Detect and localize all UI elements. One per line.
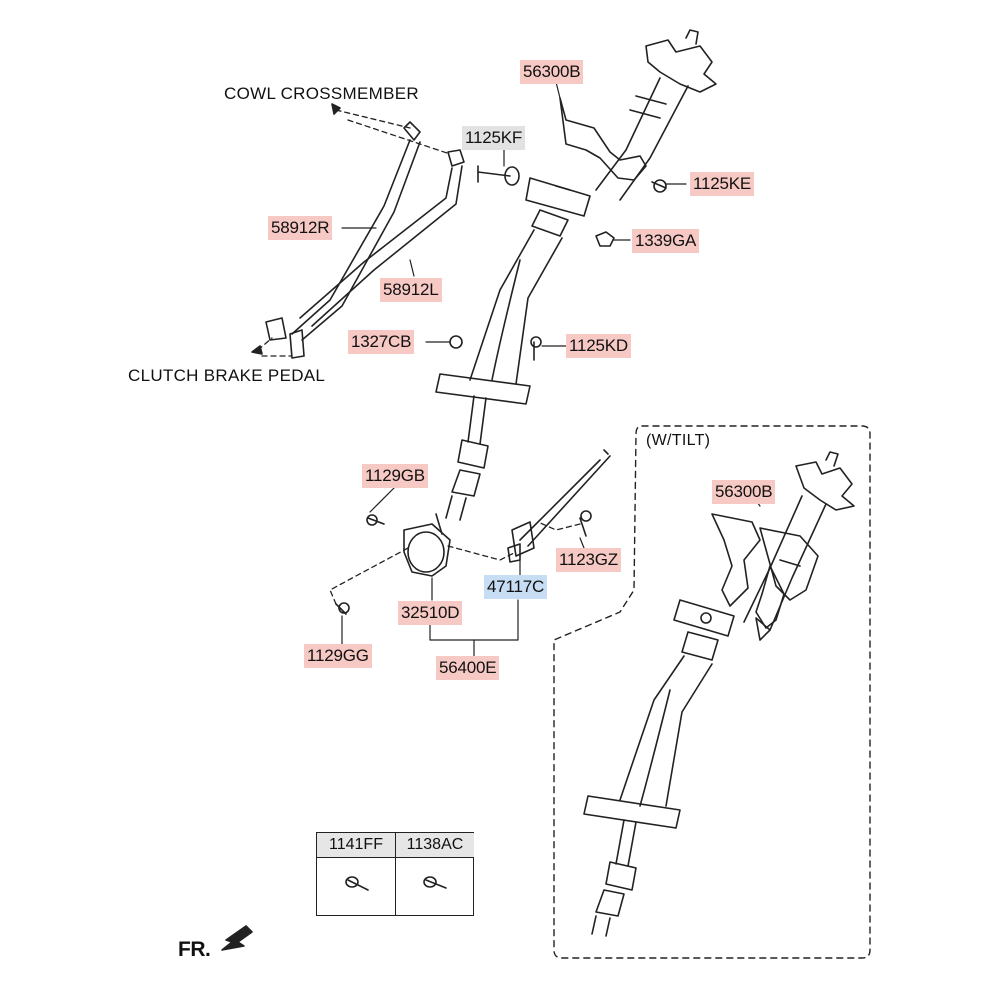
front-arrow-icon xyxy=(221,925,253,951)
screw-1138AC-icon xyxy=(423,876,447,889)
bolt-1125KE xyxy=(651,179,667,193)
callout-58912R[interactable]: 58912R xyxy=(268,216,333,240)
callout-56400E[interactable]: 56400E xyxy=(436,656,500,680)
bolt-1125KD xyxy=(530,336,542,361)
bolt-1129GG xyxy=(335,602,350,615)
callout-1125KF[interactable]: 1125KF xyxy=(462,126,526,150)
callout-47117C[interactable]: 47117C xyxy=(484,575,548,599)
callout-1129GG[interactable]: 1129GG xyxy=(304,644,372,668)
callout-56300B-tilt[interactable]: 56300B xyxy=(712,480,776,504)
callout-32510D[interactable]: 32510D xyxy=(398,601,463,625)
nut-1339GA xyxy=(595,231,615,247)
callout-1327CB[interactable]: 1327CB xyxy=(348,330,415,354)
tilt-column-assembly xyxy=(583,451,855,937)
fastener-table: 1141FF 1138AC xyxy=(316,832,474,916)
bolt-1125KF xyxy=(477,165,520,186)
fastener-header-1141FF[interactable]: 1141FF xyxy=(317,833,395,858)
callout-1123GZ[interactable]: 1123GZ xyxy=(556,548,621,572)
support-bracket-58912 xyxy=(265,121,465,359)
bolt-1123GZ xyxy=(579,510,592,537)
fastener-column-1138AC: 1138AC xyxy=(396,833,474,916)
callout-1129GB[interactable]: 1129GB xyxy=(362,464,428,488)
tilt-variant-frame xyxy=(553,425,871,959)
clutch-brake-pedal-note: CLUTCH BRAKE PEDAL xyxy=(128,366,326,385)
callout-1125KD[interactable]: 1125KD xyxy=(566,334,631,358)
screw-1141FF-icon xyxy=(345,876,369,891)
tilt-variant-label: (W/TILT) xyxy=(646,432,711,449)
callout-58912L[interactable]: 58912L xyxy=(380,278,442,302)
fastener-column-1141FF: 1141FF xyxy=(317,833,396,916)
boot-32510D xyxy=(403,513,451,577)
callout-56300B-main[interactable]: 56300B xyxy=(520,60,584,84)
intermediate-shaft-47117C xyxy=(507,449,611,563)
front-direction-label: FR. xyxy=(178,938,211,961)
bolt-1129GB xyxy=(366,514,385,526)
upper-column-assembly xyxy=(435,29,717,521)
callout-1339GA[interactable]: 1339GA xyxy=(632,229,700,253)
callout-1125KE[interactable]: 1125KE xyxy=(690,172,755,196)
fastener-header-1138AC[interactable]: 1138AC xyxy=(396,833,474,858)
cowl-crossmember-note: COWL CROSSMEMBER xyxy=(224,84,419,103)
nut-1327CB xyxy=(449,335,463,349)
